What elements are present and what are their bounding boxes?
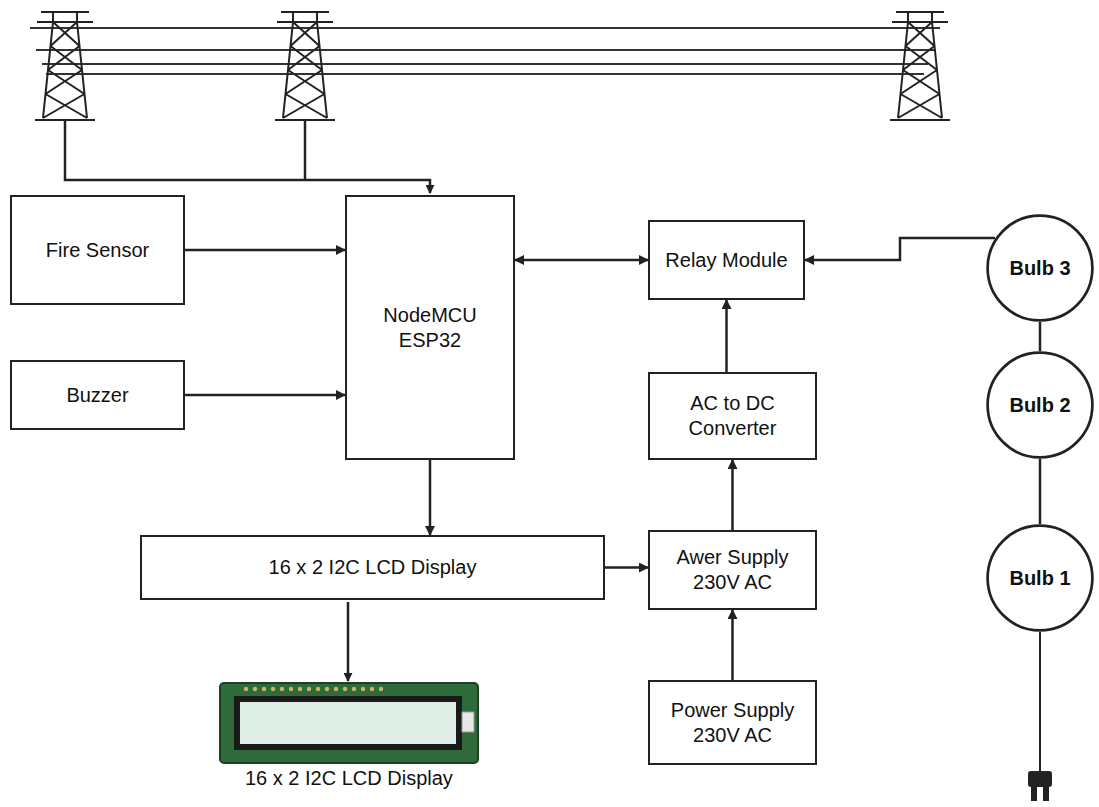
tower-frame: [275, 12, 335, 120]
connector-arrow: [1039, 322, 1042, 351]
header-pin: [253, 687, 257, 691]
node-text: Bulb 3: [1003, 256, 1076, 281]
node-text: AC to DC Converter: [650, 391, 815, 441]
block-box: AC to DC Converter: [648, 372, 817, 460]
connector-arrow: [805, 238, 995, 260]
block-box: Awer Supply 230V AC: [648, 530, 817, 610]
mains-plug: [1029, 632, 1051, 800]
connector-arrow: [429, 460, 432, 535]
header-pin: [334, 687, 338, 691]
node-text: Fire Sensor: [40, 238, 155, 263]
tower-frame: [890, 12, 950, 120]
block-box: Fire Sensor: [10, 195, 185, 305]
power-lines: [30, 28, 940, 74]
block-box: Power Supply 230V AC: [648, 680, 817, 765]
header-pin: [244, 687, 248, 691]
connector-arrow: [1039, 459, 1042, 524]
header-pin: [370, 687, 374, 691]
node-text: Buzzer: [60, 383, 134, 408]
node-text: Awer Supply 230V AC: [650, 545, 815, 595]
tower-feed-line: [65, 120, 430, 193]
header-pin: [298, 687, 302, 691]
header-pin: [361, 687, 365, 691]
header-pin: [343, 687, 347, 691]
block-box: Relay Module: [648, 220, 805, 300]
block-box: NodeMCU ESP32: [345, 195, 515, 460]
header-pin: [307, 687, 311, 691]
connector-arrow: [731, 610, 734, 680]
block-box: 16 x 2 I2C LCD Display: [140, 535, 605, 600]
header-pin: [280, 687, 284, 691]
connector-arrow: [515, 259, 648, 262]
part-label: 16 x 2 I2C LCD Display: [242, 767, 456, 790]
connector-arrow: [725, 300, 728, 372]
node-text: Power Supply 230V AC: [650, 698, 815, 748]
bulb-circle: Bulb 1: [986, 524, 1094, 632]
node-text: NodeMCU ESP32: [364, 303, 496, 353]
connector-arrow: [731, 460, 734, 530]
header-pin: [316, 687, 320, 691]
bulb-circle: Bulb 2: [986, 351, 1094, 459]
lcd-module-picture: [220, 602, 478, 763]
header-pin: [271, 687, 275, 691]
node-text: Relay Module: [659, 248, 793, 273]
header-pin: [289, 687, 293, 691]
header-pin: [352, 687, 356, 691]
bulb-circle: Bulb 3: [986, 214, 1094, 322]
connector-arrow: [185, 394, 345, 397]
node-text: Bulb 2: [1003, 393, 1076, 418]
tower-frame: [35, 12, 95, 120]
connector-arrow: [605, 566, 648, 569]
block-box: Buzzer: [10, 360, 185, 430]
connector-arrow: [185, 249, 345, 252]
header-pin: [262, 687, 266, 691]
header-pin: [379, 687, 383, 691]
header-pin: [325, 687, 329, 691]
transmission-towers: [35, 12, 950, 120]
node-text: Bulb 1: [1003, 566, 1076, 591]
node-text: 16 x 2 I2C LCD Display: [263, 555, 483, 580]
